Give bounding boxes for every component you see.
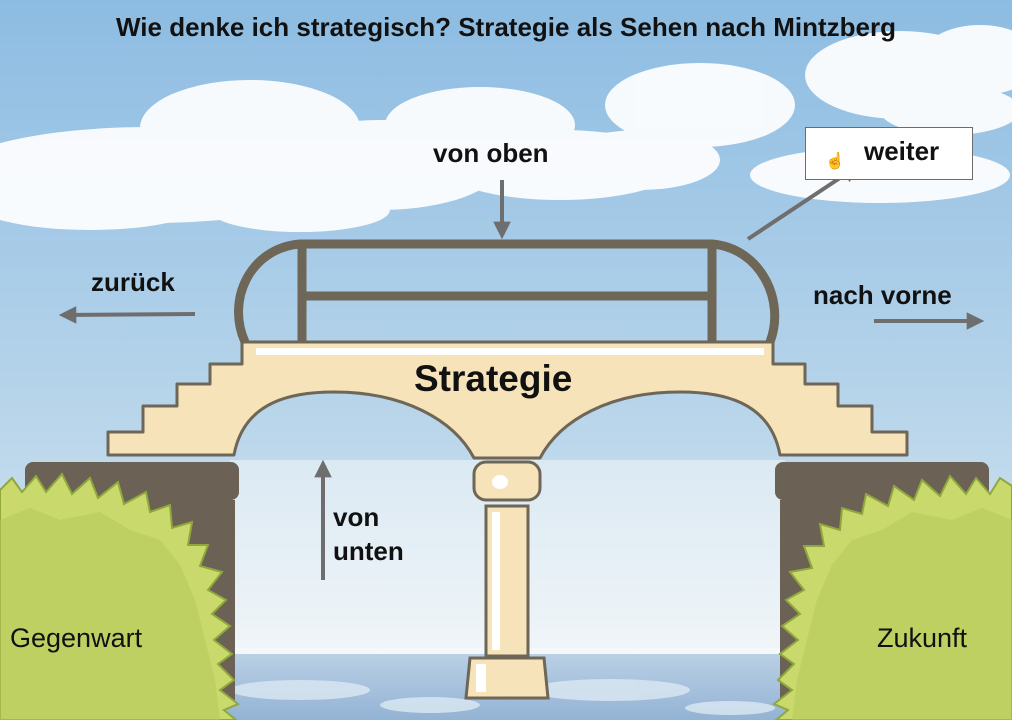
bridge-deck <box>106 340 909 460</box>
label-from-above: von oben <box>433 138 549 168</box>
left-grass <box>0 472 240 720</box>
bridge-railing <box>234 239 780 344</box>
water-waves <box>230 679 775 715</box>
label-future: Zukunft <box>877 623 968 653</box>
label-forward: nach vorne <box>813 280 952 310</box>
hand-pointer-icon: ☝ <box>825 153 845 170</box>
deck-highlight <box>256 348 764 355</box>
label-strategy: Strategie <box>414 358 573 399</box>
next-button[interactable]: ☝ weiter <box>805 127 973 180</box>
label-present: Gegenwart <box>10 623 143 653</box>
slide-title: Wie denke ich strategisch? Strategie als… <box>116 12 896 42</box>
next-button-label: weiter <box>864 136 940 166</box>
bridge-pillar <box>464 460 550 700</box>
arrow-backward <box>58 306 196 324</box>
label-from-below: von unten <box>333 500 404 568</box>
label-from-below-line1: von <box>333 502 380 532</box>
right-grass <box>772 474 1012 720</box>
label-from-below-line2: unten <box>333 536 404 566</box>
label-back: zurück <box>91 267 175 297</box>
